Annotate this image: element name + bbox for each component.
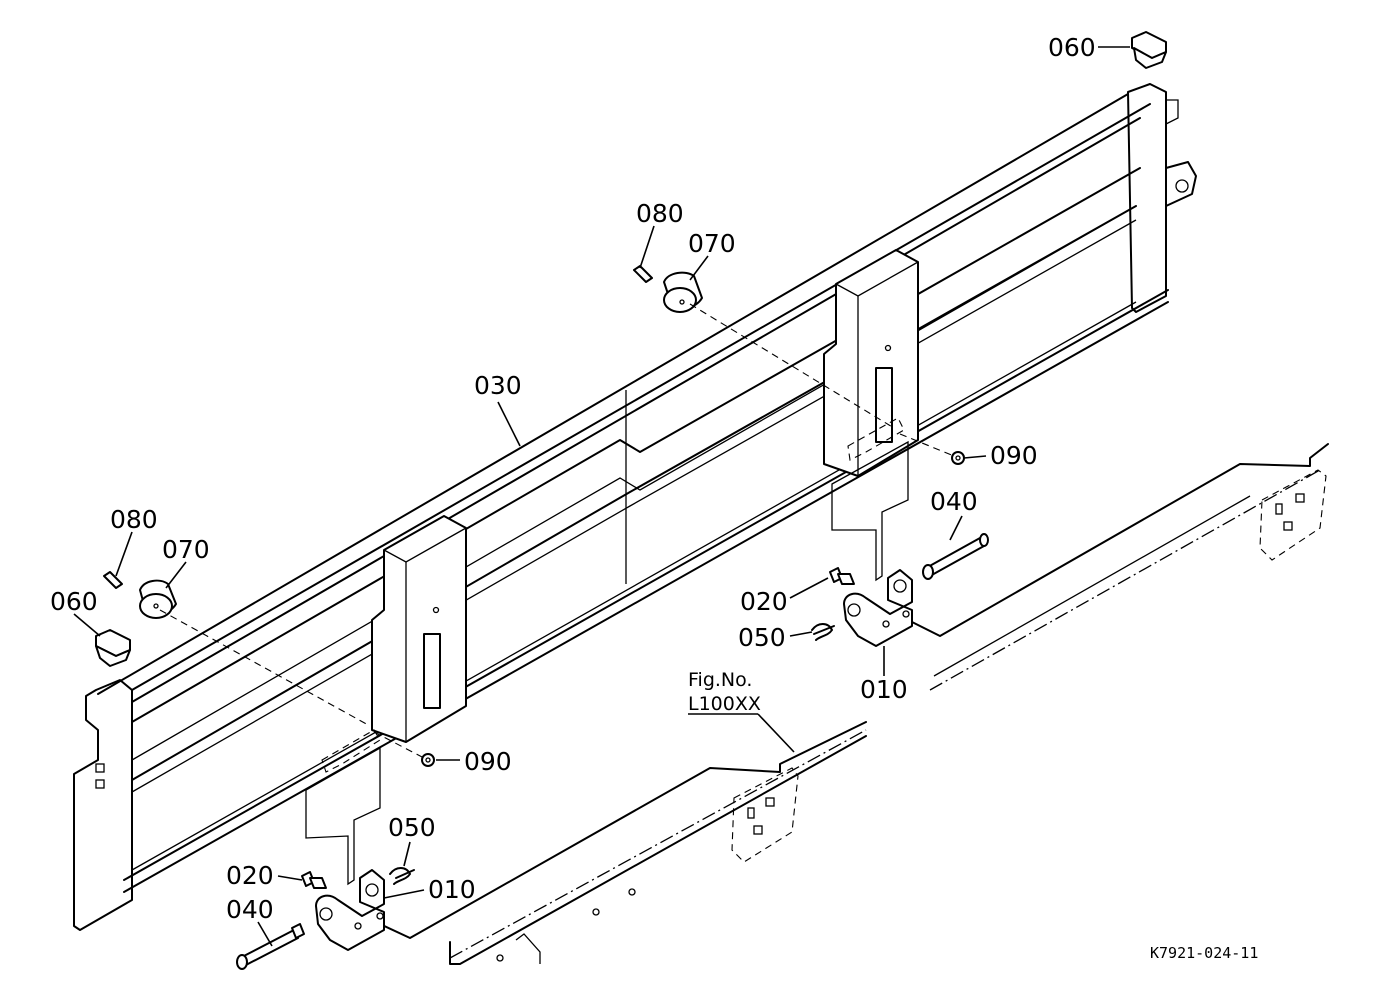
spring-clip-right [811, 623, 835, 641]
bolt-left [301, 871, 327, 889]
callout-050-right: 050 [738, 623, 786, 652]
callout-040-left: 040 [226, 895, 274, 924]
callout-010-left: 010 [428, 875, 476, 904]
hinge-bracket-right [831, 417, 913, 647]
end-cap-left [95, 629, 131, 667]
callout-080-left: 080 [110, 505, 158, 534]
spring-clip-left [389, 867, 415, 885]
figure-reference-prefix: Fig.No. [688, 669, 752, 691]
callout-090-left: 090 [464, 747, 512, 776]
hinge-pin-right [922, 533, 989, 580]
screw-right [633, 265, 653, 283]
screw-left [103, 571, 123, 589]
callout-060-left: 060 [50, 587, 98, 616]
callout-070-left: 070 [162, 535, 210, 564]
callout-040-right: 040 [930, 487, 978, 516]
callout-080-right: 080 [636, 199, 684, 228]
bolt-right [829, 567, 855, 585]
hinge-bracket-left [305, 729, 385, 951]
nut-left [421, 753, 435, 767]
callout-labels: 060 080 070 030 090 040 020 050 010 080 … [50, 33, 1096, 924]
callout-leaders [73, 46, 1130, 947]
drawing-code: K7921-024-11 [1150, 944, 1258, 962]
callout-050-left: 050 [388, 813, 436, 842]
truck-bed-outline [379, 443, 1329, 965]
callout-020-right: 020 [740, 587, 788, 616]
tailgate-frame [73, 83, 1197, 931]
callout-090-right: 090 [990, 441, 1038, 470]
hinge-pin-left [236, 923, 305, 970]
rubber-cushion-left [139, 579, 177, 619]
figure-reference-number: L100XX [688, 693, 761, 715]
callout-070-right: 070 [688, 229, 736, 258]
callout-030: 030 [474, 371, 522, 400]
end-cap-right [1131, 31, 1167, 69]
assembly-lines [159, 303, 955, 759]
rubber-cushion-right [663, 271, 703, 313]
callout-010-right: 010 [860, 675, 908, 704]
callout-020-left: 020 [226, 861, 274, 890]
nut-right [951, 451, 965, 465]
callout-060-right: 060 [1048, 33, 1096, 62]
figure-reference: Fig.No. L100XX [688, 669, 761, 715]
